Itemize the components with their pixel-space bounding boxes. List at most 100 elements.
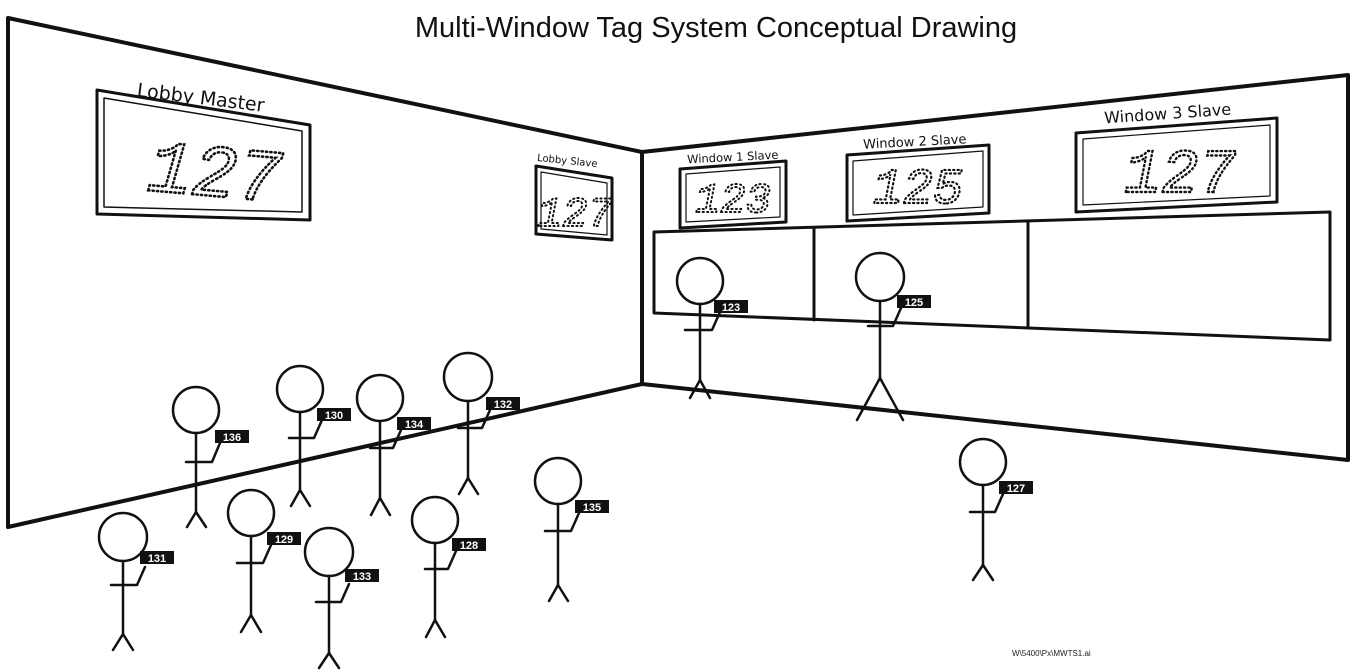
ticket-tag [345, 569, 379, 582]
ticket-number: 130 [325, 410, 343, 422]
head [226, 488, 276, 538]
ticket-tag [215, 430, 249, 443]
legs [289, 488, 312, 508]
arm [368, 428, 403, 450]
person-tag-129: 129 [226, 488, 301, 634]
lobby-slave-bezel [540, 171, 608, 236]
head [675, 256, 725, 306]
file-reference: W\5400\Px\MWTS1.ai [1012, 649, 1091, 658]
legs [111, 632, 135, 652]
window-2-frame [845, 143, 991, 223]
arm [683, 310, 722, 332]
head [97, 511, 149, 563]
person-tag-123: 123 [675, 256, 748, 400]
legs [317, 651, 341, 670]
window-2-number: 125 [873, 162, 963, 219]
ticket-tag [317, 408, 351, 421]
ticket-number: 132 [494, 399, 512, 411]
ticket-number: 133 [353, 571, 371, 583]
arm [314, 582, 351, 604]
arm [423, 549, 458, 571]
legs [971, 563, 995, 582]
ticket-tag [452, 538, 486, 551]
legs [688, 378, 712, 400]
ticket-tag [575, 500, 609, 513]
legs [239, 613, 263, 634]
left-wall [6, 16, 644, 529]
ticket-tag [714, 300, 748, 313]
ticket-number: 136 [223, 432, 241, 444]
window-1-label: Window 1 Slave [687, 148, 779, 167]
legs [369, 496, 392, 517]
person-tag-127: 127 [958, 437, 1033, 582]
head [958, 437, 1008, 487]
lobby-slave-number: 127 [537, 191, 613, 239]
arm [866, 306, 903, 328]
head [303, 526, 355, 578]
back-wall [640, 73, 1350, 462]
arm [543, 511, 581, 533]
ticket-tag [267, 532, 301, 545]
head [275, 364, 325, 414]
person-tag-135: 135 [533, 456, 609, 603]
window-1-display: Window 1 Slave 123 [678, 148, 788, 230]
legs [855, 376, 905, 422]
ticket-tag [897, 295, 931, 308]
ticket-tag [140, 551, 174, 564]
ticket-number: 129 [275, 534, 293, 546]
lobby-master-bezel [103, 97, 303, 213]
ticket-number: 127 [1007, 483, 1025, 495]
person-tag-136: 136 [171, 385, 249, 529]
window-3-bezel [1082, 124, 1271, 206]
counter-frame [652, 210, 1332, 342]
room [6, 16, 1350, 529]
ticket-tag [397, 417, 431, 430]
head [533, 456, 583, 506]
ticket-number: 134 [405, 419, 424, 431]
person-tag-130: 130 [275, 364, 351, 508]
ticket-number: 125 [905, 297, 923, 309]
head [854, 251, 906, 303]
lobby-master-display: Lobby Master 127 [95, 79, 312, 226]
legs [424, 618, 447, 639]
arm [968, 492, 1005, 514]
head [355, 373, 405, 423]
window-3-display: Window 3 Slave 127 [1074, 100, 1279, 214]
ticket-number: 128 [460, 540, 478, 552]
window-1-frame [678, 159, 788, 230]
window-3-frame [1074, 116, 1279, 214]
window-1-number: 123 [695, 177, 771, 225]
person-tag-128: 128 [410, 495, 486, 639]
lobby-master-number: 127 [144, 129, 285, 224]
legs [547, 583, 570, 603]
lobby-slave-display: Lobby Slave 127 [534, 153, 615, 242]
person-tag-131: 131 [97, 511, 174, 652]
person-tag-133: 133 [303, 526, 379, 670]
lobby-slave-frame [534, 164, 614, 242]
drawing-title: Multi-Window Tag System Conceptual Drawi… [415, 12, 1017, 44]
arm [184, 441, 222, 464]
window-3-number: 127 [1124, 140, 1236, 211]
ticket-number: 131 [148, 553, 166, 565]
ticket-number: 123 [722, 302, 740, 314]
head [410, 495, 460, 545]
person-tag-125: 125 [854, 251, 931, 422]
window-2-display: Window 2 Slave 125 [845, 132, 991, 223]
arm [456, 408, 492, 430]
lobby-master-label: Lobby Master [136, 79, 266, 116]
head [171, 385, 221, 435]
person-tag-134: 134 [355, 373, 431, 517]
arm [287, 418, 324, 440]
ticket-tag [486, 397, 520, 410]
service-counter [652, 210, 1332, 342]
ticket-number: 135 [583, 502, 601, 514]
person-tag-132: 132 [442, 351, 520, 496]
legs [457, 476, 480, 496]
arm [235, 543, 273, 565]
window-1-bezel [685, 166, 781, 223]
head [442, 351, 494, 403]
ticket-tag [999, 481, 1033, 494]
arm [109, 565, 147, 587]
legs [185, 510, 208, 529]
